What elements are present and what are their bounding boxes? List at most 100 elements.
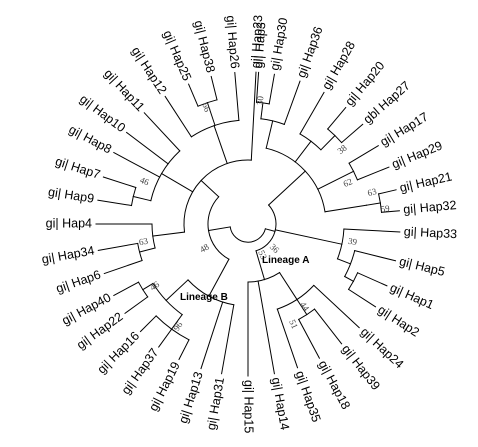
branch-hap37 [158,328,173,348]
branch-node-33 [170,313,183,330]
branch-hap35 [276,308,299,369]
branch-hap16 [139,315,157,333]
branch-node-43 [160,172,194,193]
branch-hap6 [103,259,143,275]
branch-node-26 [296,298,308,316]
bootstrap-lineage-b-root: 48 [198,241,211,254]
branch-node-37 [200,179,220,198]
leaf-label-hap14: gi| Hap14 [269,376,292,431]
bootstrap-lineage-a-inner: 36 [268,242,282,256]
leaf-label-hap36: gi| Hap36 [294,25,325,80]
branch-lineage-stem [264,228,276,233]
bootstrap-hap7-hap9: 46 [139,175,152,188]
leaf-label-hap7: gi| Hap7 [54,154,102,182]
bootstrap-lineage-a-root: 53 [256,249,269,262]
branch-arc-44 [150,150,181,202]
branch-hap20 [326,106,347,130]
branch-arc-36 [137,281,149,298]
leaf-label-hap18: gi| Hap18 [316,358,353,412]
branch-hap22 [124,296,149,314]
leaf-label-hap12: gi| Hap12 [129,44,170,96]
branch-node-9 [320,134,336,151]
branch-hap30 [268,73,275,105]
branch-lineage-stem [207,226,231,232]
leaf-label-hap15: gi| Hap15 [242,380,256,433]
bootstrap-hap21-hap32: 59 [380,203,390,214]
bootstrap-hap34-hap6: 63 [138,236,149,247]
branch-arc-21 [347,272,359,291]
leaf-label-hap34: gi| Hap34 [41,244,96,267]
branch-hap2 [347,288,377,308]
leaf-label-hap28: gi| Hap28 [319,39,358,92]
branch-node-14 [365,202,381,206]
bootstrap-hap3-hap30: 30 [255,95,266,105]
branch-hap8 [113,151,161,178]
leaf-label-hap3: gi| Hap3 [251,22,268,69]
leaf-label-hap26: gi| Hap26 [223,15,242,69]
branch-node-45 [132,195,152,202]
branch-hap14 [257,280,275,375]
branch-hap28 [299,91,325,135]
branch-hap31 [221,304,235,375]
lineage-b-label: Lineage B [180,292,228,303]
branch-hap7 [102,176,137,189]
leaf-label-hap31: gi| Hap31 [204,376,227,431]
branch-hap27 [340,123,364,144]
branch-arc-27 [298,308,316,321]
branch-arc-32 [152,282,183,316]
branch-hap17 [348,145,379,164]
leaf-label-hap4: gi| Hap4 [46,216,92,230]
branch-node-11 [317,170,355,190]
branch-hap10 [125,131,169,165]
branch-hap29 [356,166,390,181]
lineage-labels: Lineage A Lineage B [180,255,309,303]
leaf-label-hap35: gi| Hap35 [293,369,324,424]
leaf-label-hap8: gi| Hap8 [66,122,114,156]
branch-hap38 [210,75,218,101]
branch-arc-48 [190,119,240,138]
bootstrap-hap35: 51 [287,318,300,330]
branch-node-39 [152,231,186,237]
leaf-label-hap17: gi| Hap17 [378,110,431,149]
bootstrap-hap20-hap27: 38 [335,142,349,156]
branch-hap18 [298,318,321,359]
leaf-label-hap5: gi| Hap5 [398,254,446,279]
leaf-label-hap29: gi| Hap29 [390,138,445,171]
bootstrap-hap40-hap22: 46 [148,279,161,293]
branch-hap40 [113,281,140,297]
bootstrap-hap17-hap29: 62 [342,176,354,189]
bootstrap-hap39-hap18: 44 [298,300,312,313]
leaf-label-hap11: gi| Hap11 [101,66,147,114]
bootstrap-hap21-hap32-outer: 63 [366,186,378,198]
branch-node-18 [336,258,352,265]
branch-arc-2 [265,147,326,213]
leaf-label-hap21: gi| Hap21 [398,169,453,195]
branch-root-arc [229,226,267,243]
branch-arc-30 [187,279,235,306]
branch-node-20 [344,275,355,282]
leaf-label-hap2: gi| Hap2 [375,303,422,340]
leaf-label-hap33: gi| Hap33 [403,225,457,242]
branch-arc-38 [183,159,252,233]
branch-hap32 [380,210,400,213]
branch-hap25 [187,83,199,107]
branch-hap21 [377,189,397,195]
branch-node-7 [294,140,312,163]
branch-hap26 [234,72,240,121]
bootstrap-hap33-clade: 39 [347,236,358,247]
branch-node-1 [267,170,307,206]
branch-hap19 [178,339,190,361]
branch-node-41 [138,247,156,253]
branch-node-16 [274,229,343,245]
branch-hap5 [354,249,397,262]
leaf-label-hap9: gi| Hap9 [47,185,95,206]
branch-hap36 [283,80,301,126]
branch-node-47 [213,125,228,165]
branch-hap39 [313,308,343,345]
leaf-label-hap32: gi| Hap32 [403,198,457,217]
lineage-a-label: Lineage A [262,255,309,266]
branch-arc-23 [247,271,281,283]
